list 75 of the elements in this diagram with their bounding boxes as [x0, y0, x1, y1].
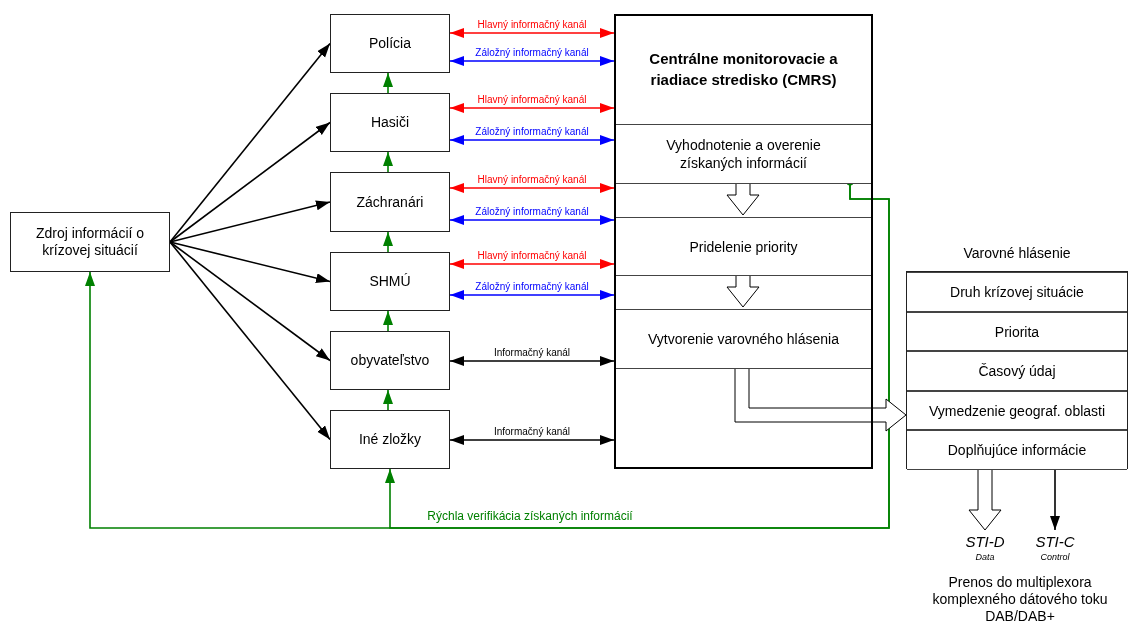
process-box	[330, 14, 450, 73]
arrow	[169, 241, 331, 362]
signal-caption: Control	[1040, 551, 1070, 563]
arrow	[449, 435, 615, 445]
arrow	[383, 72, 393, 94]
edge-label: Hlavný informačný kanál	[477, 250, 587, 262]
edge-label: Hlavný informačný kanál	[477, 19, 587, 31]
arrow	[449, 215, 615, 225]
note-text: Prenos do multiplexora komplexného dátového toku DAB/DAB+	[931, 574, 1109, 625]
process-box	[330, 410, 450, 469]
box-label: SHMÚ	[369, 273, 411, 290]
block-arrow	[726, 273, 760, 308]
box-label: Polícia	[369, 35, 411, 52]
box-label: Vymedzenie geograf. oblasti	[928, 401, 1106, 420]
box-label: Vyhodnotenie a overenie získaných informácií	[665, 136, 822, 172]
signal-caption: Data	[975, 551, 995, 563]
process-box	[330, 93, 450, 152]
arrow	[449, 56, 615, 66]
box-label: Iné zložky	[358, 431, 422, 448]
arrow	[383, 389, 393, 411]
panel-heading: Varovné hlásenie	[962, 245, 1072, 261]
process-row	[907, 351, 1127, 391]
edge-label: Záložný informačný kanál	[475, 126, 589, 138]
edge-label: Záložný informačný kanál	[475, 47, 589, 59]
block-arrow	[734, 366, 907, 432]
process-row	[616, 217, 871, 276]
arrow	[1050, 468, 1060, 531]
arrow	[383, 310, 393, 332]
process-row	[907, 430, 1127, 470]
box-label: Priorita	[994, 322, 1040, 341]
panel-title: Centrálne monitorovacie a riadiace stredisko (CMRS)	[648, 49, 839, 90]
signal-name: STI-C	[1035, 533, 1075, 551]
block-arrow	[726, 181, 760, 216]
edge-label: Záložný informačný kanál	[475, 281, 589, 293]
process-row	[616, 309, 871, 369]
box-label: Vytvorenie varovného hlásenia	[648, 330, 839, 348]
process-row	[907, 391, 1127, 430]
process-row	[907, 312, 1127, 351]
arrow	[169, 241, 331, 283]
edge-label: Informačný kanál	[493, 426, 571, 438]
edge-label: Hlavný informačný kanál	[477, 94, 587, 106]
arrow	[449, 259, 615, 269]
box-label: Časový údaj	[978, 362, 1056, 380]
process-box	[10, 212, 170, 272]
arrow	[449, 135, 615, 145]
center-panel	[614, 14, 873, 469]
process-box	[330, 172, 450, 232]
box-label: Pridelenie priority	[689, 237, 798, 256]
arrow	[169, 121, 331, 243]
box-label: Zdroj informácií o krízovej situácií	[34, 225, 146, 259]
edge-label: Informačný kanál	[493, 347, 571, 359]
arrow	[169, 42, 331, 243]
arrow	[449, 356, 615, 366]
arrow	[169, 200, 331, 243]
edge-label: Rýchla verifikácia získaných informácií	[427, 510, 633, 522]
process-row	[616, 124, 871, 184]
arrow	[449, 103, 615, 113]
box-label: obyvateľstvo	[350, 352, 430, 369]
edge-label: Záložný informačný kanál	[475, 206, 589, 218]
arrow	[383, 151, 393, 173]
box-label: Druh krízovej situácie	[950, 283, 1084, 301]
process-box	[330, 252, 450, 311]
arrow	[449, 28, 615, 38]
arrow	[169, 241, 331, 441]
process-row	[907, 272, 1127, 312]
block-arrow	[968, 468, 1002, 531]
arrow	[449, 183, 615, 193]
arrow	[383, 231, 393, 253]
arrow	[449, 290, 615, 300]
process-box	[330, 331, 450, 390]
box-label: Záchranári	[356, 193, 424, 211]
box-label: Doplňujúce informácie	[947, 441, 1087, 459]
signal-name: STI-D	[965, 533, 1005, 551]
box-label: Hasiči	[370, 114, 410, 131]
edge-label: Hlavný informačný kanál	[477, 174, 587, 186]
